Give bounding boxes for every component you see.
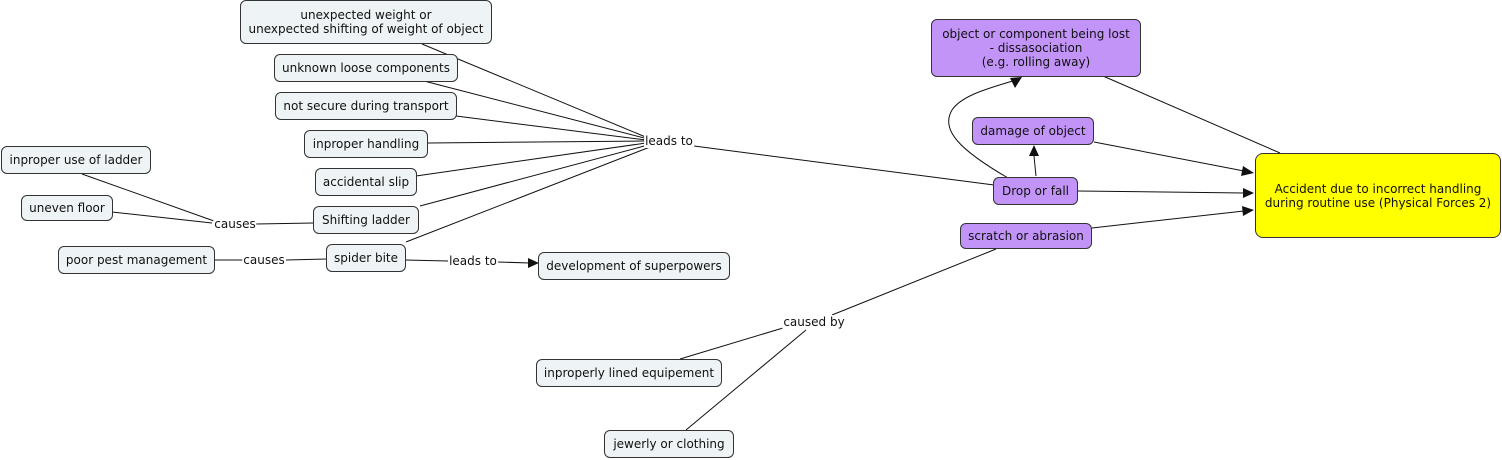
arrowhead (1242, 206, 1254, 216)
concept-development-of-superpowers[interactable]: development of superpowers (538, 252, 730, 280)
concept-inproperly-lined-equipement[interactable]: inproperly lined equipement (536, 359, 722, 387)
connector (1091, 210, 1245, 229)
connector (255, 222, 315, 225)
connector (693, 145, 995, 186)
connector (1033, 155, 1037, 177)
connector (405, 146, 651, 243)
linking-phrase-caused-by[interactable]: caused by (782, 315, 846, 329)
connector (111, 211, 213, 224)
arrowhead (1243, 188, 1254, 198)
connector (423, 80, 649, 140)
linking-phrase-causes-pest[interactable]: causes (242, 253, 286, 267)
arrowhead (1029, 145, 1039, 156)
concept-uneven-floor[interactable]: uneven floor (21, 195, 113, 221)
concept-object-being-lost[interactable]: object or component being lost - dissaso… (931, 19, 1141, 77)
concept-jewerly-or-clothing[interactable]: jewerly or clothing (604, 430, 734, 458)
connector (497, 261, 531, 264)
connector (285, 258, 328, 261)
concept-damage-of-object[interactable]: damage of object (972, 117, 1094, 145)
concept-accidental-slip[interactable]: accidental slip (315, 168, 417, 196)
concept-drop-or-fall[interactable]: Drop or fall (993, 177, 1078, 205)
connector (81, 173, 215, 222)
concept-scratch-or-abrasion[interactable]: scratch or abrasion (960, 223, 1092, 249)
connector (679, 327, 784, 360)
connector (404, 259, 449, 262)
concept-inproper-use-of-ladder[interactable]: inproper use of ladder (1, 146, 151, 174)
connector (419, 144, 649, 207)
concept-shifting-ladder[interactable]: Shifting ladder (313, 206, 419, 234)
connector (427, 140, 647, 144)
arrowhead (1010, 77, 1022, 88)
connector (455, 115, 647, 141)
connector (685, 329, 807, 431)
connector (948, 79, 1017, 179)
linking-phrase-leads-to[interactable]: leads to (644, 134, 694, 148)
connector (421, 43, 649, 139)
arrowhead (1241, 166, 1254, 176)
connector (1077, 190, 1245, 194)
concept-inproper-handling[interactable]: inproper handling (304, 130, 428, 158)
connector (831, 248, 997, 316)
concept-spider-bite[interactable]: spider bite (326, 244, 406, 272)
concept-unknown-loose-components[interactable]: unknown loose components (274, 54, 458, 82)
concept-not-secure-during-transport[interactable]: not secure during transport (275, 92, 457, 120)
arrowhead (528, 258, 539, 268)
connector (1093, 141, 1245, 172)
concept-accident-focus[interactable]: Accident due to incorrect handling durin… (1255, 153, 1501, 238)
concept-poor-pest-management[interactable]: poor pest management (58, 246, 215, 274)
linking-phrase-leads-to-superpowers[interactable]: leads to (448, 254, 498, 268)
linking-phrase-causes-ladder[interactable]: causes (213, 217, 257, 231)
connector (415, 142, 647, 177)
concept-unexpected-weight[interactable]: unexpected weight or unexpected shifting… (240, 0, 492, 44)
connector (1102, 75, 1281, 154)
